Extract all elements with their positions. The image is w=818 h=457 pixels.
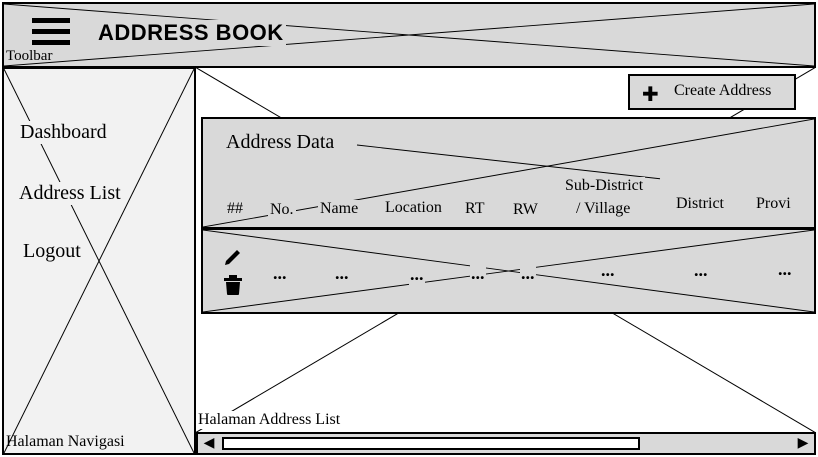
sidebar-caption: Halaman Navigasi <box>6 433 125 450</box>
scroll-left-arrow-icon[interactable]: ◀ <box>203 436 215 451</box>
column-header-no: No. <box>268 201 296 219</box>
cell-rt: ... <box>470 263 486 284</box>
column-header-village: / Village <box>574 200 633 218</box>
column-header-location: Location <box>383 199 444 217</box>
sidebar-item-address-list[interactable]: Address List <box>17 182 123 205</box>
plus-icon: ✚ <box>642 82 659 106</box>
hamburger-menu-icon[interactable] <box>32 18 72 48</box>
cell-location: ... <box>409 264 425 285</box>
sidebar-item-dashboard[interactable]: Dashboard <box>18 121 109 144</box>
cell-no: ... <box>272 263 288 284</box>
delete-trash-icon[interactable] <box>223 274 243 296</box>
cell-province: ... <box>777 259 793 280</box>
panel-title: Address Data <box>224 131 337 154</box>
column-header-name: Name <box>318 200 361 218</box>
column-header-province: Provi <box>754 195 793 213</box>
table-row <box>201 228 816 314</box>
create-address-button[interactable]: ✚ Create Address <box>628 74 796 110</box>
cell-name: ... <box>334 263 350 284</box>
sidebar-item-logout[interactable]: Logout <box>21 240 83 263</box>
app-title: ADDRESS BOOK <box>96 20 286 46</box>
create-address-label: Create Address <box>674 82 772 99</box>
column-header-select: ## <box>225 200 245 218</box>
horizontal-scrollbar[interactable]: ◀ ▶ <box>196 432 816 455</box>
toolbar-caption: Toolbar <box>6 48 53 64</box>
scroll-right-arrow-icon[interactable]: ▶ <box>797 436 809 451</box>
column-header-district: District <box>674 195 726 213</box>
cell-rw: ... <box>520 263 536 284</box>
column-header-rw: RW <box>511 201 540 219</box>
cell-sub-district-village: ... <box>600 260 616 281</box>
column-header-sub-district: Sub-District <box>563 177 646 195</box>
column-header-rt: RT <box>463 200 487 218</box>
cell-district: ... <box>693 260 709 281</box>
edit-pencil-icon[interactable] <box>222 246 244 268</box>
main-caption: Halaman Address List <box>198 411 341 429</box>
scroll-thumb[interactable] <box>222 437 640 450</box>
